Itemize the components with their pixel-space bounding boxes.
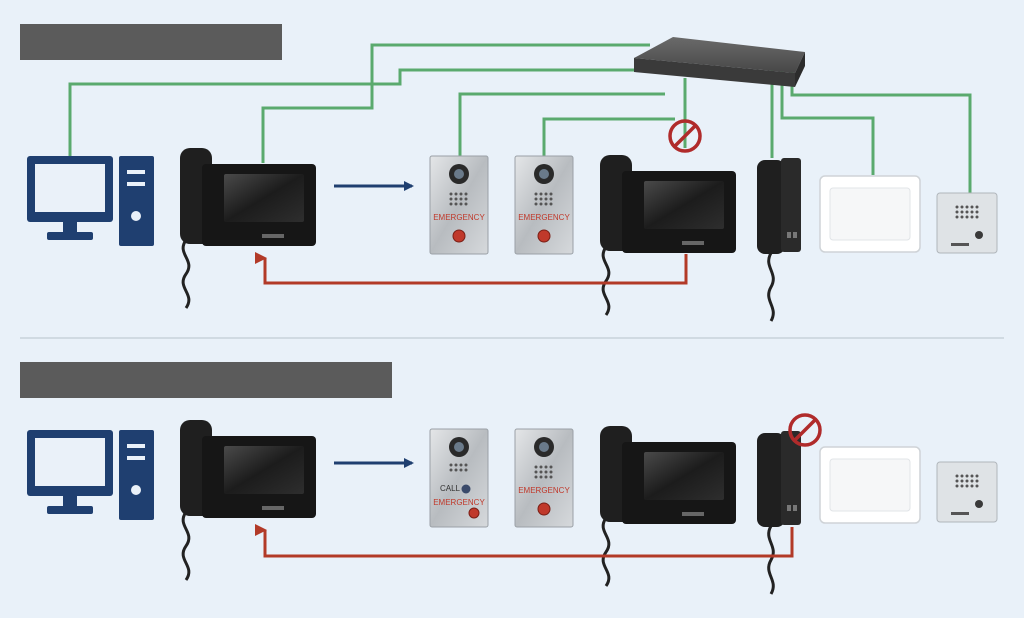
- sub-station-icon: [936, 461, 998, 523]
- section-2-title-bar: [20, 362, 392, 398]
- door-station-emergency-icon: EMERGENCY: [429, 155, 489, 255]
- section-1-title-bar: [20, 24, 282, 60]
- door-station-call-emergency-icon: CALL EMERGENCY: [429, 428, 489, 528]
- master-station-icon: [600, 426, 736, 587]
- speaker-panel-icon: [819, 175, 921, 253]
- door-station-emergency-icon: EMERGENCY: [514, 428, 574, 528]
- speaker-panel-icon: [819, 446, 921, 524]
- door-station-emergency-icon: EMERGENCY: [514, 155, 574, 255]
- pc-icon: [27, 156, 154, 246]
- handset-station-icon: [757, 431, 801, 595]
- network-switch: [634, 37, 805, 87]
- pc-icon: [27, 430, 154, 520]
- blocked-icon: [668, 119, 702, 153]
- return-arrow-2: [255, 524, 794, 558]
- emergency-label: EMERGENCY: [433, 498, 485, 507]
- master-station-icon: [180, 420, 316, 581]
- handset-station-icon: [757, 158, 801, 322]
- emergency-label: EMERGENCY: [518, 213, 570, 222]
- master-station-icon: [180, 148, 316, 309]
- sub-station-icon: [936, 192, 998, 254]
- return-arrow-1: [255, 252, 688, 285]
- call-label: CALL: [440, 484, 461, 493]
- emergency-label: EMERGENCY: [433, 213, 485, 222]
- emergency-label: EMERGENCY: [518, 486, 570, 495]
- master-station-icon: [600, 155, 736, 316]
- blocked-icon: [788, 413, 822, 447]
